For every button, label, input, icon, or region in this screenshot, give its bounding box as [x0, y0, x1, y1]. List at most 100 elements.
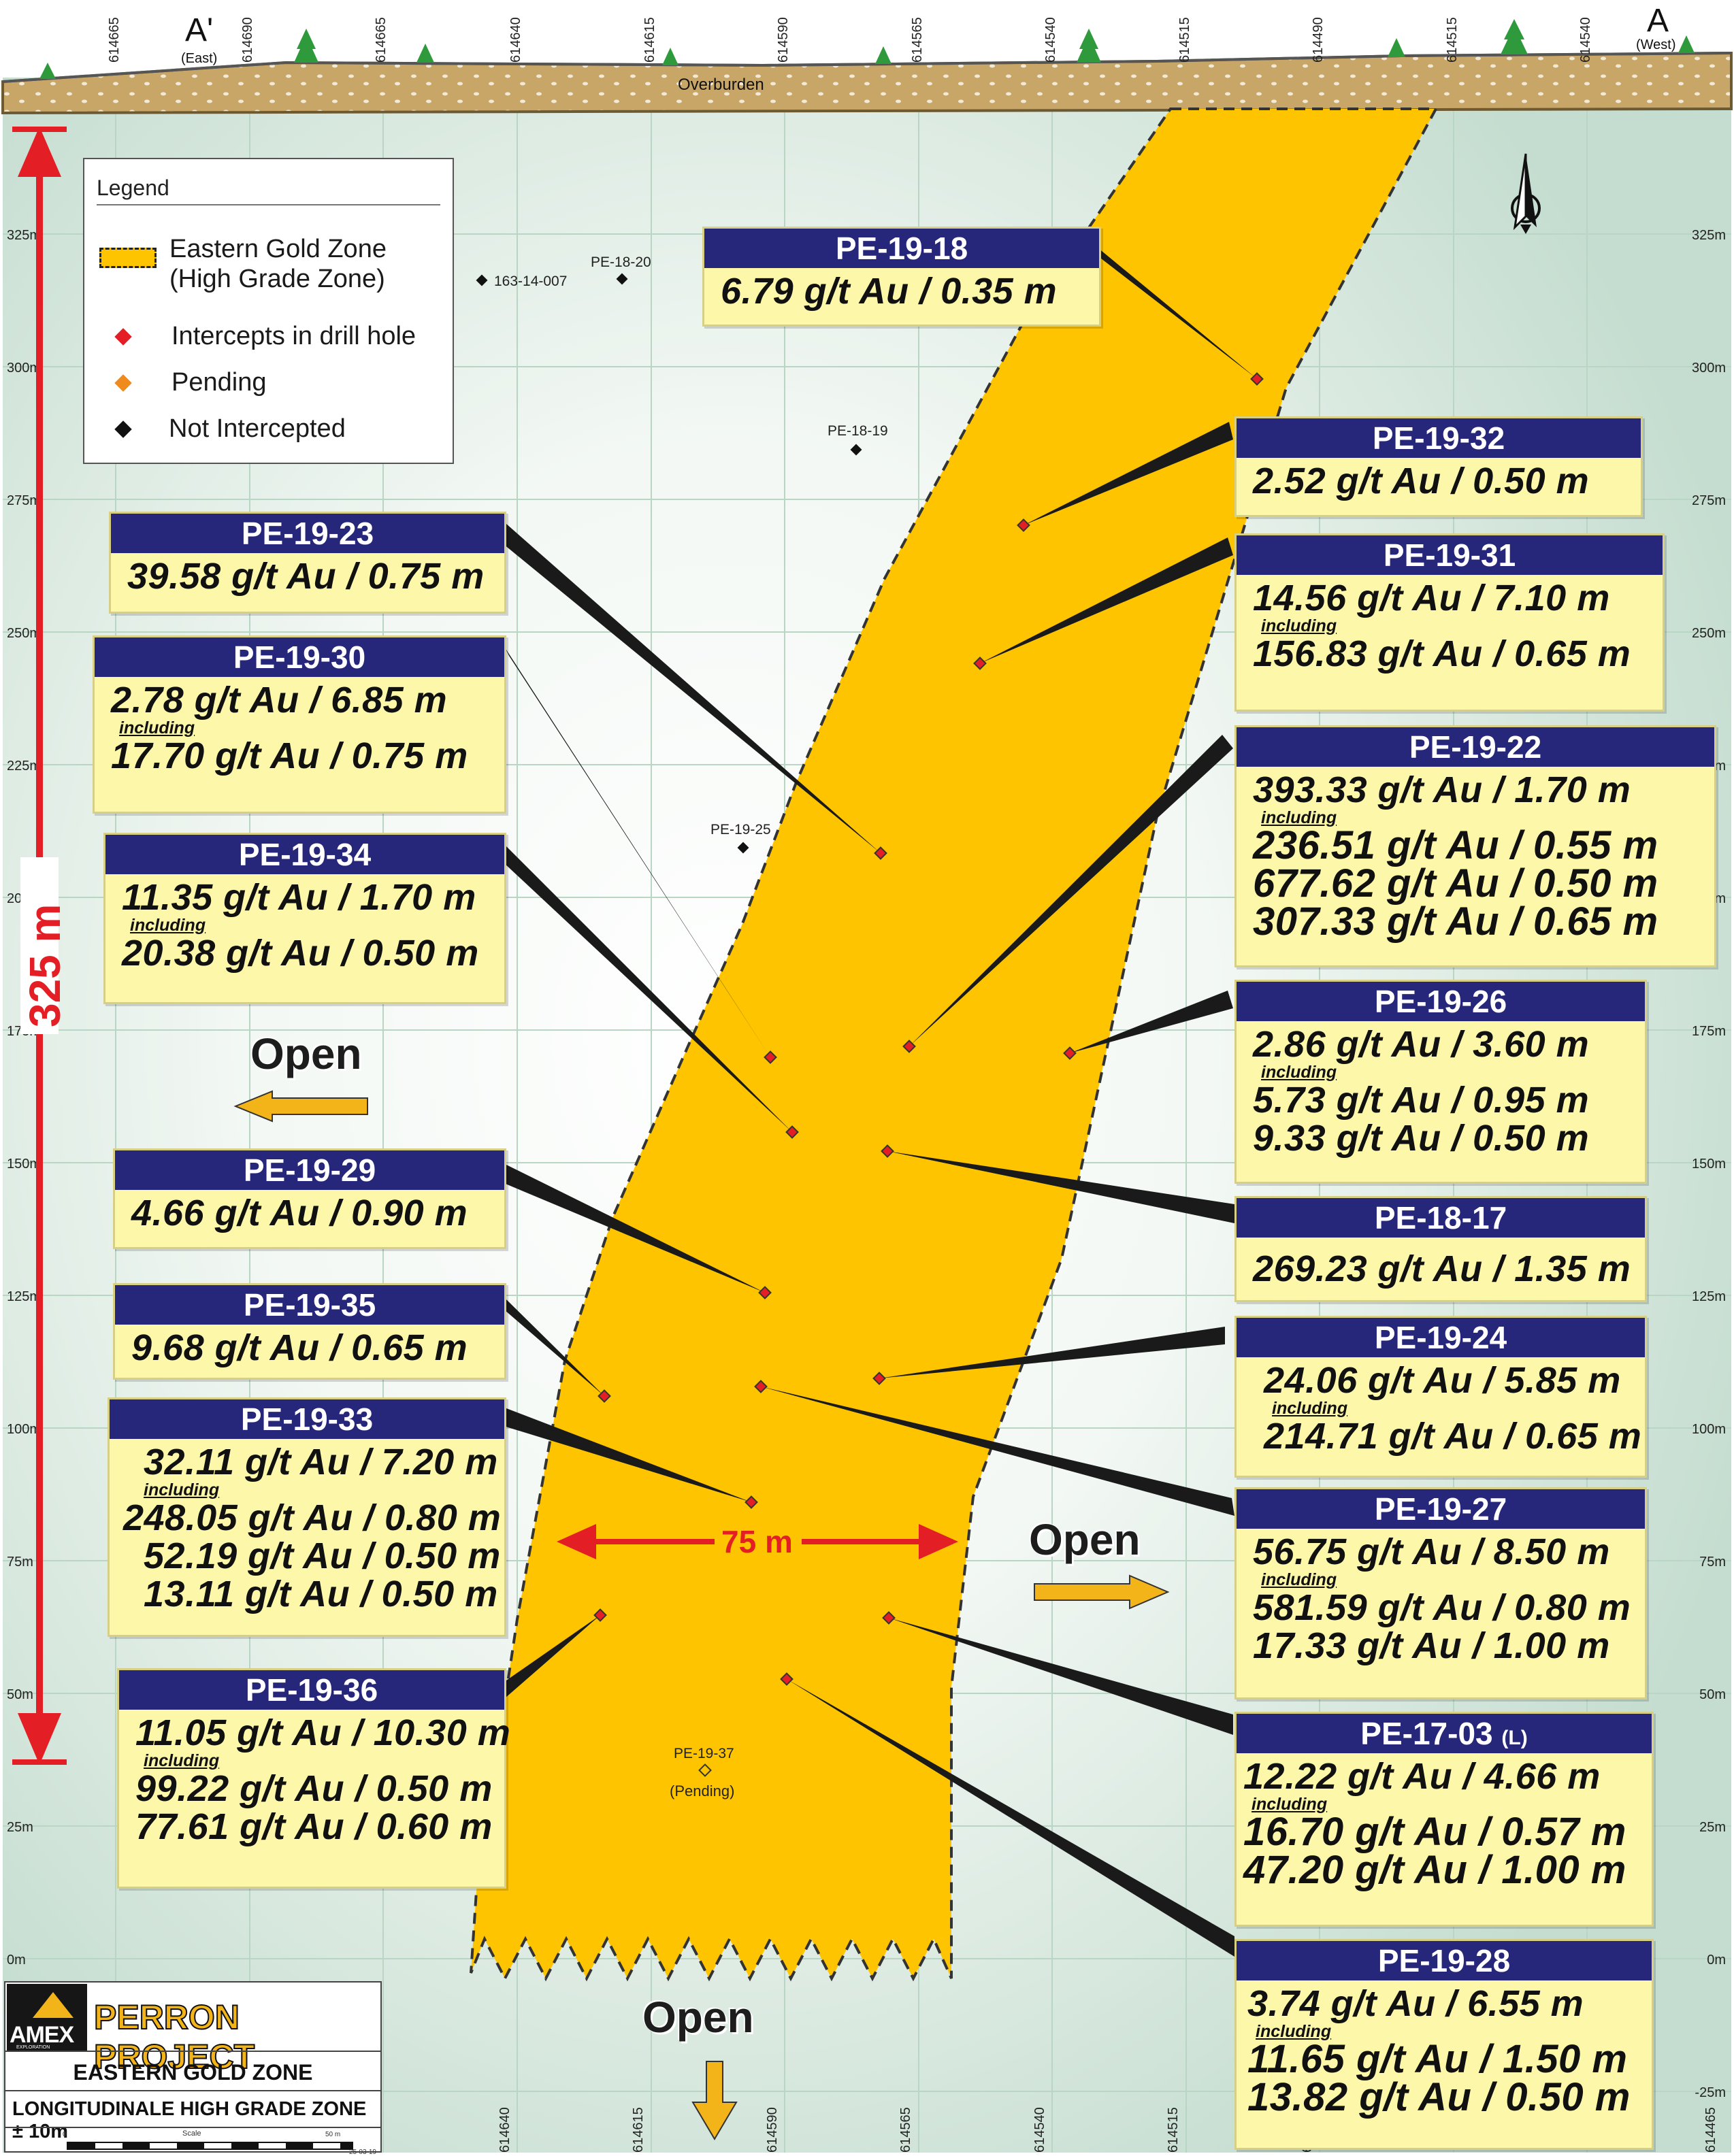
callout-title: PE-19-28 [1237, 1941, 1652, 1980]
legend: Legend Eastern Gold Zone (High Grade Zon… [83, 158, 454, 464]
svg-text:75m: 75m [1699, 1555, 1726, 1570]
open-arrow-right [1034, 1574, 1170, 1610]
callout-pe-19-28: PE-19-28 3.74 g/t Au / 6.55 m including … [1234, 1939, 1654, 2150]
hole-label-pe-18-20: PE-18-20 [591, 254, 651, 270]
trace-pe-19-24 [879, 1327, 1225, 1378]
hole-status-pe-19-37: (Pending) [670, 1782, 734, 1800]
assay-value: 269.23 g/t Au / 1.35 m [1253, 1248, 1631, 1289]
drill-traces [502, 242, 1256, 1957]
assay-value: 13.11 g/t Au / 0.50 m [144, 1574, 498, 1614]
assay-value: 32.11 g/t Au / 7.20 m [144, 1442, 498, 1482]
svg-text:614540: 614540 [1032, 2107, 1047, 2153]
svg-text:614665: 614665 [374, 17, 389, 63]
svg-text:0m: 0m [7, 1953, 26, 1968]
svg-text:325m: 325m [1692, 228, 1726, 243]
svg-text:614565: 614565 [910, 17, 925, 63]
svg-text:250m: 250m [7, 626, 41, 641]
divider [5, 2090, 380, 2091]
svg-text:614665: 614665 [107, 17, 122, 63]
callout-title: PE-17-03 (L) [1237, 1714, 1652, 1753]
legend-not-intercepted-label: Not Intercepted [169, 414, 346, 443]
callout-pe-19-18: PE-19-18 6.79 g/t Au / 0.35 m [702, 227, 1101, 327]
svg-text:125m: 125m [1692, 1289, 1726, 1304]
assay-value: 17.70 g/t Au / 0.75 m [111, 735, 468, 776]
svg-text:614515: 614515 [1166, 2107, 1181, 2153]
svg-text:0m: 0m [1707, 1953, 1726, 1968]
title-block: AMEX EXPLORATION PERRON PROJECT EASTERN … [4, 1981, 382, 2156]
svg-text:614640: 614640 [497, 2107, 512, 2153]
callout-pe-19-26: PE-19-26 2.86 g/t Au / 3.60 m including … [1234, 980, 1647, 1184]
trace-pe-19-18 [1090, 242, 1256, 378]
assay-value: 156.83 g/t Au / 0.65 m [1253, 633, 1631, 674]
logo-text: AMEX [10, 2022, 74, 2048]
legend-intercept-icon [114, 328, 132, 346]
svg-text:300m: 300m [1692, 361, 1726, 376]
svg-text:175m: 175m [1692, 1024, 1726, 1039]
assay-value: 2.86 g/t Au / 3.60 m [1253, 1024, 1590, 1065]
map-date: 25-03-19 [348, 2149, 376, 2156]
scale-end: 50 m [325, 2131, 341, 2138]
trace-pe-19-34 [504, 846, 792, 1132]
hole-pe-18-20 [616, 273, 628, 285]
callout-title: PE-19-33 [110, 1399, 504, 1439]
svg-text:125m: 125m [7, 1289, 41, 1304]
svg-text:50m: 50m [1699, 1687, 1726, 1702]
svg-text:75m: 75m [7, 1555, 33, 1570]
trace-pe-19-27 [761, 1387, 1234, 1516]
assay-value: 39.58 g/t Au / 0.75 m [127, 556, 485, 597]
bottom-easting-labels: 614640 614615 614590 614565 614540 61451… [497, 2107, 1718, 2153]
svg-text:25m: 25m [7, 1820, 33, 1835]
zone-title: EASTERN GOLD ZONE [73, 2060, 313, 2085]
svg-text:614465: 614465 [1703, 2107, 1718, 2153]
open-label-right: Open [1029, 1515, 1141, 1564]
mountain-icon [33, 1992, 73, 2018]
scale-bar [67, 2142, 353, 2150]
legend-intercept-label: Intercepts in drill hole [171, 322, 416, 350]
scale-start: 0 [63, 2131, 67, 2138]
intercept-markers [593, 372, 1264, 1686]
topographic-profile [2, 52, 1732, 83]
svg-text:100m: 100m [7, 1422, 41, 1437]
assay-value: 11.65 g/t Au / 1.50 m [1247, 2037, 1628, 2081]
svg-text:225m: 225m [7, 759, 41, 774]
company-logo: AMEX EXPLORATION [7, 1984, 87, 2051]
callout-pe-17-03: PE-17-03 (L) 12.22 g/t Au / 4.66 m inclu… [1234, 1712, 1654, 1927]
open-arrow-left [233, 1090, 368, 1123]
legend-pending-icon [114, 374, 132, 392]
including-label: including [1261, 1063, 1337, 1082]
svg-text:100m: 100m [1692, 1422, 1726, 1437]
open-arrow-down [691, 2061, 738, 2140]
section-end-west-sub: (West) [1636, 37, 1676, 52]
assay-value: 56.75 g/t Au / 8.50 m [1253, 1531, 1610, 1572]
svg-text:614490: 614490 [1311, 17, 1326, 63]
callout-title: PE-19-35 [115, 1285, 504, 1325]
callout-pe-19-27: PE-19-27 56.75 g/t Au / 8.50 m including… [1234, 1487, 1647, 1699]
svg-text:275m: 275m [7, 493, 41, 508]
svg-text:614615: 614615 [631, 2107, 646, 2153]
assay-value: 236.51 g/t Au / 0.55 m [1253, 823, 1658, 867]
trace-pe-19-26 [1070, 991, 1233, 1053]
callout-title: PE-19-30 [95, 637, 504, 677]
divider [5, 2051, 380, 2052]
including-label: including [1261, 616, 1337, 635]
callout-title: PE-19-36 [119, 1670, 504, 1710]
assay-value: 9.68 g/t Au / 0.65 m [131, 1327, 468, 1368]
trace-pe-18-17 [887, 1151, 1234, 1223]
legend-zone-swatch [99, 248, 157, 268]
assay-value: 11.35 g/t Au / 1.70 m [122, 877, 476, 918]
assay-value: 11.05 g/t Au / 10.30 m [135, 1712, 511, 1753]
depth-label: 325 m [20, 904, 69, 1027]
callout-pe-19-29: PE-19-29 4.66 g/t Au / 0.90 m [113, 1148, 506, 1249]
assay-value: 52.19 g/t Au / 0.50 m [144, 1536, 501, 1576]
assay-value: 5.73 g/t Au / 0.95 m [1253, 1080, 1590, 1121]
legend-zone-label-1: Eastern Gold Zone [169, 235, 387, 263]
assay-value: 3.74 g/t Au / 6.55 m [1247, 1983, 1584, 2024]
scale-label: Scale [182, 2129, 201, 2138]
assay-value: 9.33 g/t Au / 0.50 m [1253, 1118, 1590, 1159]
svg-text:300m: 300m [7, 361, 41, 376]
trace-pe-19-28 [787, 1679, 1234, 1957]
trace-pe-19-30 [505, 648, 770, 1057]
svg-text:50m: 50m [7, 1687, 33, 1702]
svg-text:150m: 150m [7, 1157, 41, 1172]
